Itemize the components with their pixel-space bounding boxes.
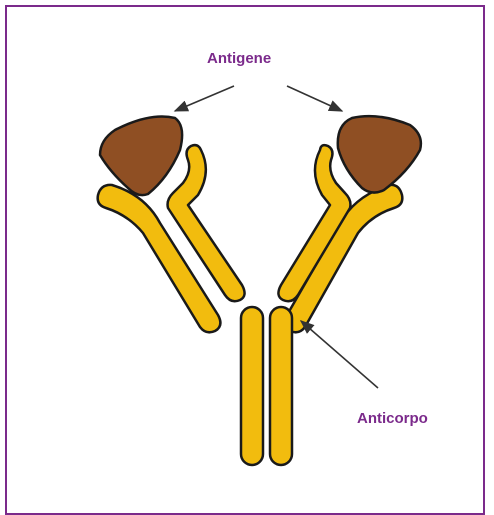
arrow-to-left-antigen [175, 86, 234, 111]
stem-left-chain [241, 307, 263, 465]
arrow-to-antibody [301, 321, 378, 388]
arrow-to-right-antigen [287, 86, 342, 111]
right-antigen [338, 116, 421, 192]
left-antigen [100, 117, 182, 196]
antibody-label: Anticorpo [357, 410, 428, 427]
stem-right-chain [270, 307, 292, 465]
antigen-label: Antigene [207, 50, 271, 67]
